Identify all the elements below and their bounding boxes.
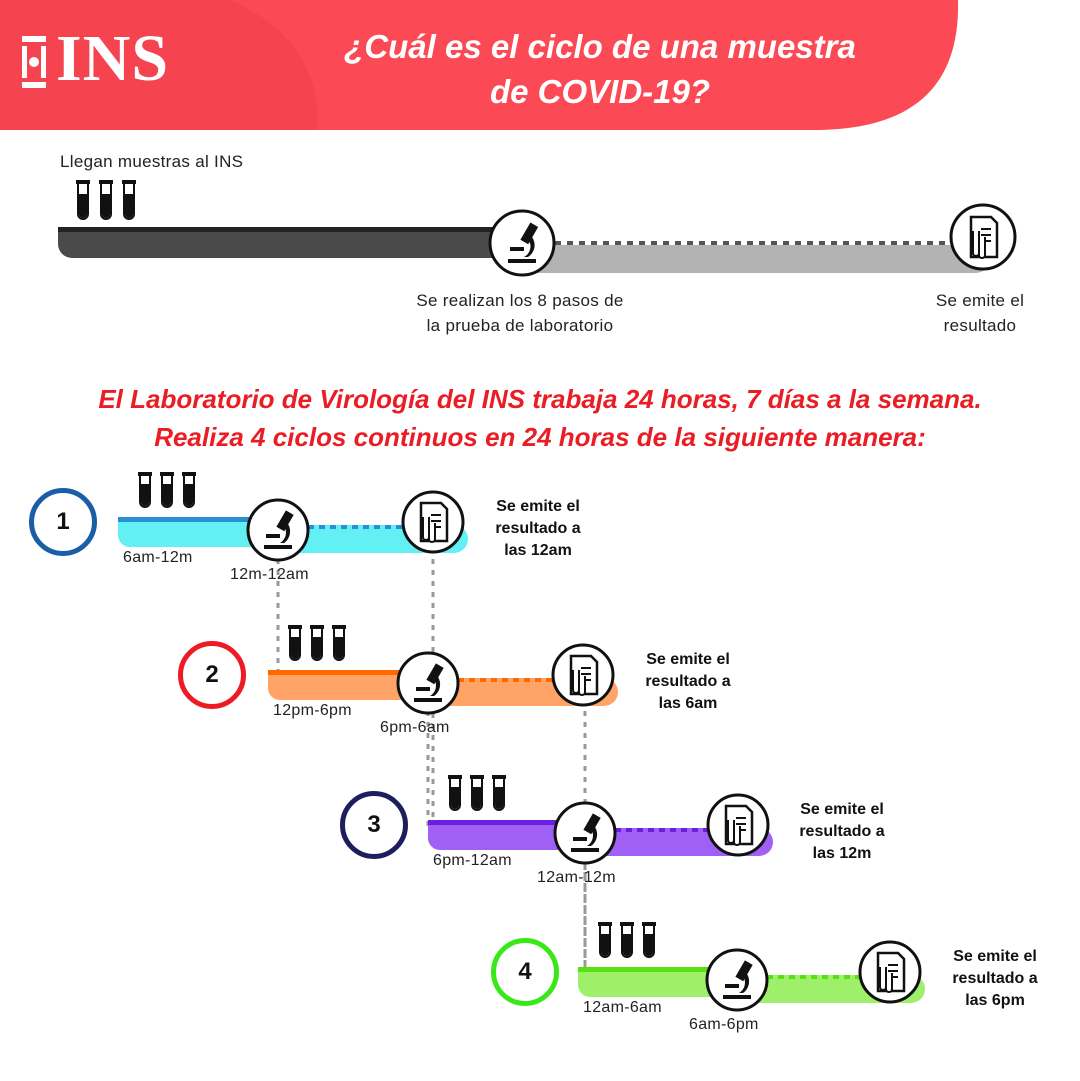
test-tube-icon <box>160 472 174 508</box>
result-bar <box>520 245 990 273</box>
test-tube-icon <box>182 472 196 508</box>
arrival-bar <box>58 227 525 258</box>
test-tube-icon <box>620 922 634 958</box>
arrival-time-label: 6am-12m <box>123 549 193 566</box>
microscope-icon <box>246 498 310 562</box>
test-tube-icon <box>288 625 302 661</box>
test-tubes-icon <box>76 180 136 220</box>
document-result-icon <box>858 940 922 1004</box>
cycle-number-badge: 3 <box>340 791 408 859</box>
cycle-number-badge: 4 <box>491 938 559 1006</box>
test-tube-icon <box>332 625 346 661</box>
document-result-icon <box>401 490 465 554</box>
cycle-number-badge: 2 <box>178 641 246 709</box>
document-result-icon <box>949 203 1017 271</box>
document-result-icon <box>706 793 770 857</box>
test-tube-icon <box>492 775 506 811</box>
microscope-icon <box>488 209 556 277</box>
test-tube-icon <box>642 922 656 958</box>
lab-time-label: 12am-12m <box>537 869 616 886</box>
result-label: Se emite el resultado <box>935 291 1025 335</box>
overview-timeline <box>58 180 1017 277</box>
lab-steps-label: Se realizan los 8 pasos de la prueba de … <box>416 291 624 335</box>
arrival-time-label: 6pm-12am <box>433 852 512 869</box>
ins-logo-icon <box>22 36 46 88</box>
arrival-time-label: 12am-6am <box>583 999 662 1016</box>
arrival-time-label: 12pm-6pm <box>273 702 352 719</box>
test-tube-icon <box>470 775 484 811</box>
test-tube-icon <box>448 775 462 811</box>
lab-time-label: 6pm-6am <box>380 719 450 736</box>
arrival-bar <box>578 967 737 997</box>
document-result-icon <box>551 643 615 707</box>
page-title: ¿Cuál es el ciclo de una muestra de COVI… <box>330 24 870 114</box>
arrival-bar <box>118 517 278 547</box>
test-tube-icon <box>598 922 612 958</box>
arrival-bar <box>268 670 428 700</box>
microscope-icon <box>705 948 769 1012</box>
microscope-icon <box>396 651 460 715</box>
test-tube-icon <box>310 625 324 661</box>
lab-time-label: 12m-12am <box>230 566 309 583</box>
cycle-number-badge: 1 <box>29 488 97 556</box>
test-tube-icon <box>138 472 152 508</box>
arrival-bar <box>428 820 585 850</box>
header-banner <box>0 0 959 130</box>
title-line-2: de COVID-19? <box>489 73 711 110</box>
logo-text: INS <box>56 22 170 95</box>
arrival-label: Llegan muestras al INS <box>60 152 244 171</box>
title-line-1: ¿Cuál es el ciclo de una muestra <box>344 28 856 65</box>
subtitle: El Laboratorio de Virología del INS trab… <box>98 384 982 452</box>
lab-time-label: 6am-6pm <box>689 1016 759 1033</box>
microscope-icon <box>553 801 617 865</box>
